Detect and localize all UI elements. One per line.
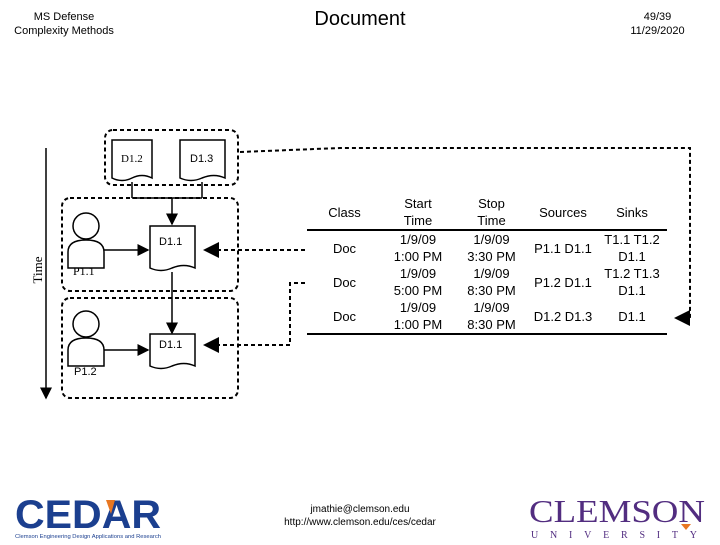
footer-email[interactable]: jmathie@clemson.edu <box>310 504 410 515</box>
p11-label: P1.1 <box>73 264 95 278</box>
page-number: 49/39 <box>643 11 672 23</box>
cell-start-date: 1/9/09 <box>399 266 437 281</box>
cell-start: 1/9/09 1:00 PM <box>382 299 454 334</box>
group-box-top <box>104 129 239 186</box>
svg-text:CLEMSON: CLEMSON <box>529 494 705 529</box>
cell-stop-date: 1/9/09 <box>473 300 510 315</box>
table-row: Doc 1/9/09 1:00 PM 1/9/09 8:30 PM D1.2 D1.… <box>307 299 667 334</box>
table-header-row: Class Start Time Stop Time Sources Sinks <box>307 195 667 230</box>
cell-stop-date: 1/9/09 <box>473 232 510 247</box>
cell-start-date: 1/9/09 <box>399 232 437 247</box>
clemson-logo-graphic: CLEMSON UNIVERSITY <box>529 493 705 541</box>
svg-text:Clemson Engineering Design App: Clemson Engineering Design Applications … <box>15 534 161 540</box>
cell-sinks-line1: D1.1 <box>618 308 646 324</box>
d11-bottom-label: D1.1 <box>159 339 183 351</box>
header-subtitle-line2: Complexity Methods <box>14 25 114 37</box>
cell-stop: 1/9/09 8:30 PM <box>454 299 529 334</box>
cell-start: 1/9/09 1:00 PM <box>382 230 454 265</box>
document-icon-d12 <box>111 139 153 182</box>
header-subtitle-line1: MS Defense <box>33 11 95 23</box>
header-start-line1: Start <box>404 196 432 211</box>
cell-sources: P1.1 D1.1 <box>534 240 592 256</box>
cell-start: 1/9/09 5:00 PM <box>382 265 454 299</box>
person-icon-p12-head <box>72 310 100 338</box>
header-stop-line2: Time <box>477 213 506 228</box>
cell-class: Doc <box>332 308 357 324</box>
cell-sources: P1.2 D1.1 <box>534 274 592 290</box>
cell-stop: 1/9/09 3:30 PM <box>454 230 529 265</box>
svg-text:UNIVERSITY: UNIVERSITY <box>531 530 703 540</box>
cell-start-time: 1:00 PM <box>393 317 443 332</box>
person-icon-p11-body <box>67 239 105 269</box>
header-stop-time: Stop Time <box>454 195 529 230</box>
document-icon-d11-bottom <box>149 333 196 370</box>
person-icon-p12-body <box>67 337 105 367</box>
table-row: Doc 1/9/09 5:00 PM 1/9/09 8:30 PM P1.2 D1.… <box>307 265 667 299</box>
cell-stop-time: 8:30 PM <box>467 317 516 332</box>
cell-sinks-line2: D1.1 <box>618 283 646 298</box>
header-start-line2: Time <box>403 213 433 228</box>
cell-class: Doc <box>332 240 357 256</box>
cell-sinks-line1: T1.2 T1.3 <box>604 266 660 281</box>
header-left: MS Defense Complexity Methods <box>4 10 124 38</box>
group-box-bottom <box>61 297 239 399</box>
d12-label: D1.2 <box>121 153 143 165</box>
cedar-logo-graphic: CEDAR Clemson Engineering Design Applica… <box>15 493 161 540</box>
cell-sinks-line2: D1.1 <box>618 249 646 264</box>
dashed-arrow-row2 <box>203 282 305 353</box>
document-table: Class Start Time Stop Time Sources Sinks… <box>307 195 667 335</box>
header-right: 49/39 11/29/2020 <box>610 10 705 38</box>
cedar-logo: CEDAR Clemson Engineering Design Applica… <box>15 493 165 540</box>
svg-text:CEDAR: CEDAR <box>15 494 161 537</box>
footer-url[interactable]: http://www.clemson.edu/ces/cedar <box>284 517 436 528</box>
header-class: Class <box>328 204 361 220</box>
header-stop-line1: Stop <box>478 196 505 211</box>
person-icon-p11-head <box>72 212 100 240</box>
cell-start-time: 5:00 PM <box>393 283 443 298</box>
d11-middle-label: D1.1 <box>159 236 183 248</box>
document-icon-d13 <box>179 139 226 182</box>
dashed-arrow-top <box>239 147 691 326</box>
cell-stop-date: 1/9/09 <box>473 266 510 281</box>
cell-stop: 1/9/09 8:30 PM <box>454 265 529 299</box>
document-icon-d11-middle <box>149 225 196 272</box>
footer-contact: jmathie@clemson.edu http://www.clemson.e… <box>230 503 490 529</box>
page-title: Document <box>314 8 406 30</box>
p12-label: P1.2 <box>74 366 97 378</box>
header-date: 11/29/2020 <box>630 25 685 37</box>
cell-stop-time: 8:30 PM <box>467 283 516 298</box>
header-sources: Sources <box>539 204 587 220</box>
time-axis-label: Time <box>30 256 45 284</box>
cell-sinks: D1.1 <box>597 299 667 334</box>
cell-sources: D1.2 D1.3 <box>533 308 593 324</box>
clemson-logo: CLEMSON UNIVERSITY <box>527 493 707 541</box>
cell-start-date: 1/9/09 <box>399 300 437 315</box>
header-start-time: Start Time <box>382 195 454 230</box>
header-sinks: Sinks <box>616 204 648 220</box>
cell-class: Doc <box>332 274 357 290</box>
cell-sinks-line1: T1.1 T1.2 <box>604 232 660 247</box>
d13-label: D1.3 <box>190 153 214 165</box>
cell-stop-time: 3:30 PM <box>467 249 516 264</box>
table-row: Doc 1/9/09 1:00 PM 1/9/09 3:30 PM P1.1 D1.… <box>307 230 667 265</box>
cell-start-time: 1:00 PM <box>393 249 443 264</box>
